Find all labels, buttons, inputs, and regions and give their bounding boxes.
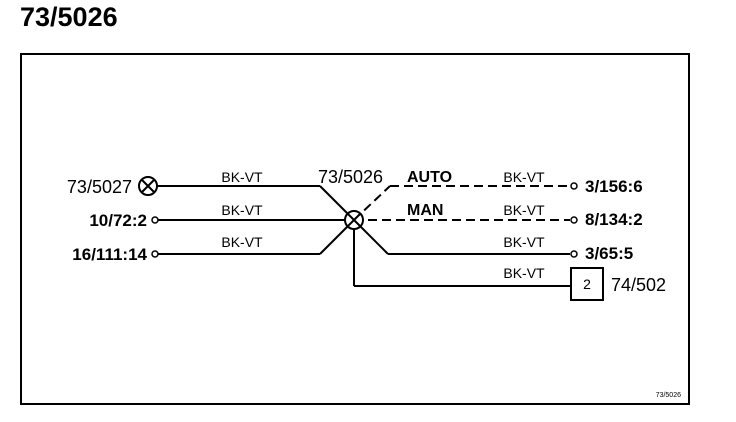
wire-color-left-3: BK-VT: [221, 234, 263, 250]
terminal-label-right-1: 3/156:6: [585, 177, 643, 196]
diagram-frame: [20, 53, 690, 405]
wire-color-right-3: BK-VT: [503, 234, 545, 250]
wire-color-right-2: BK-VT: [503, 202, 545, 218]
terminal-label-left-2: 10/72:2: [89, 211, 147, 230]
terminal-pin-icon: [151, 250, 159, 258]
terminal-pin-icon: [151, 216, 159, 224]
terminal-pin-icon: [570, 250, 578, 258]
mode-auto-label: AUTO: [407, 169, 452, 186]
terminal-label-left-3: 16/111:14: [72, 245, 147, 264]
terminal-pin-icon: [570, 216, 578, 224]
page-title: 73/5026: [20, 2, 118, 32]
terminal-label-right-2: 8/134:2: [585, 210, 643, 229]
wire-color-left-1: BK-VT: [221, 169, 263, 185]
wire-color-left-2: BK-VT: [221, 202, 263, 218]
mode-man-label: MAN: [407, 202, 443, 219]
terminal-pin-icon: [570, 182, 578, 190]
connector-box-label: 74/502: [611, 275, 666, 295]
connector-box-number: 2: [583, 276, 591, 292]
connector-box: [570, 267, 604, 301]
splice-node-icon: [344, 210, 364, 230]
terminal-label-right-3: 3/65:5: [585, 244, 633, 263]
wire-color-right-1: BK-VT: [503, 169, 545, 185]
center-node-label: 73/5026: [318, 167, 383, 187]
terminal-label-left-1: 73/5027: [67, 177, 132, 197]
footer-ref: 73/5026: [656, 392, 681, 399]
wire-color-box: BK-VT: [503, 265, 545, 281]
lamp-icon: [138, 176, 158, 196]
